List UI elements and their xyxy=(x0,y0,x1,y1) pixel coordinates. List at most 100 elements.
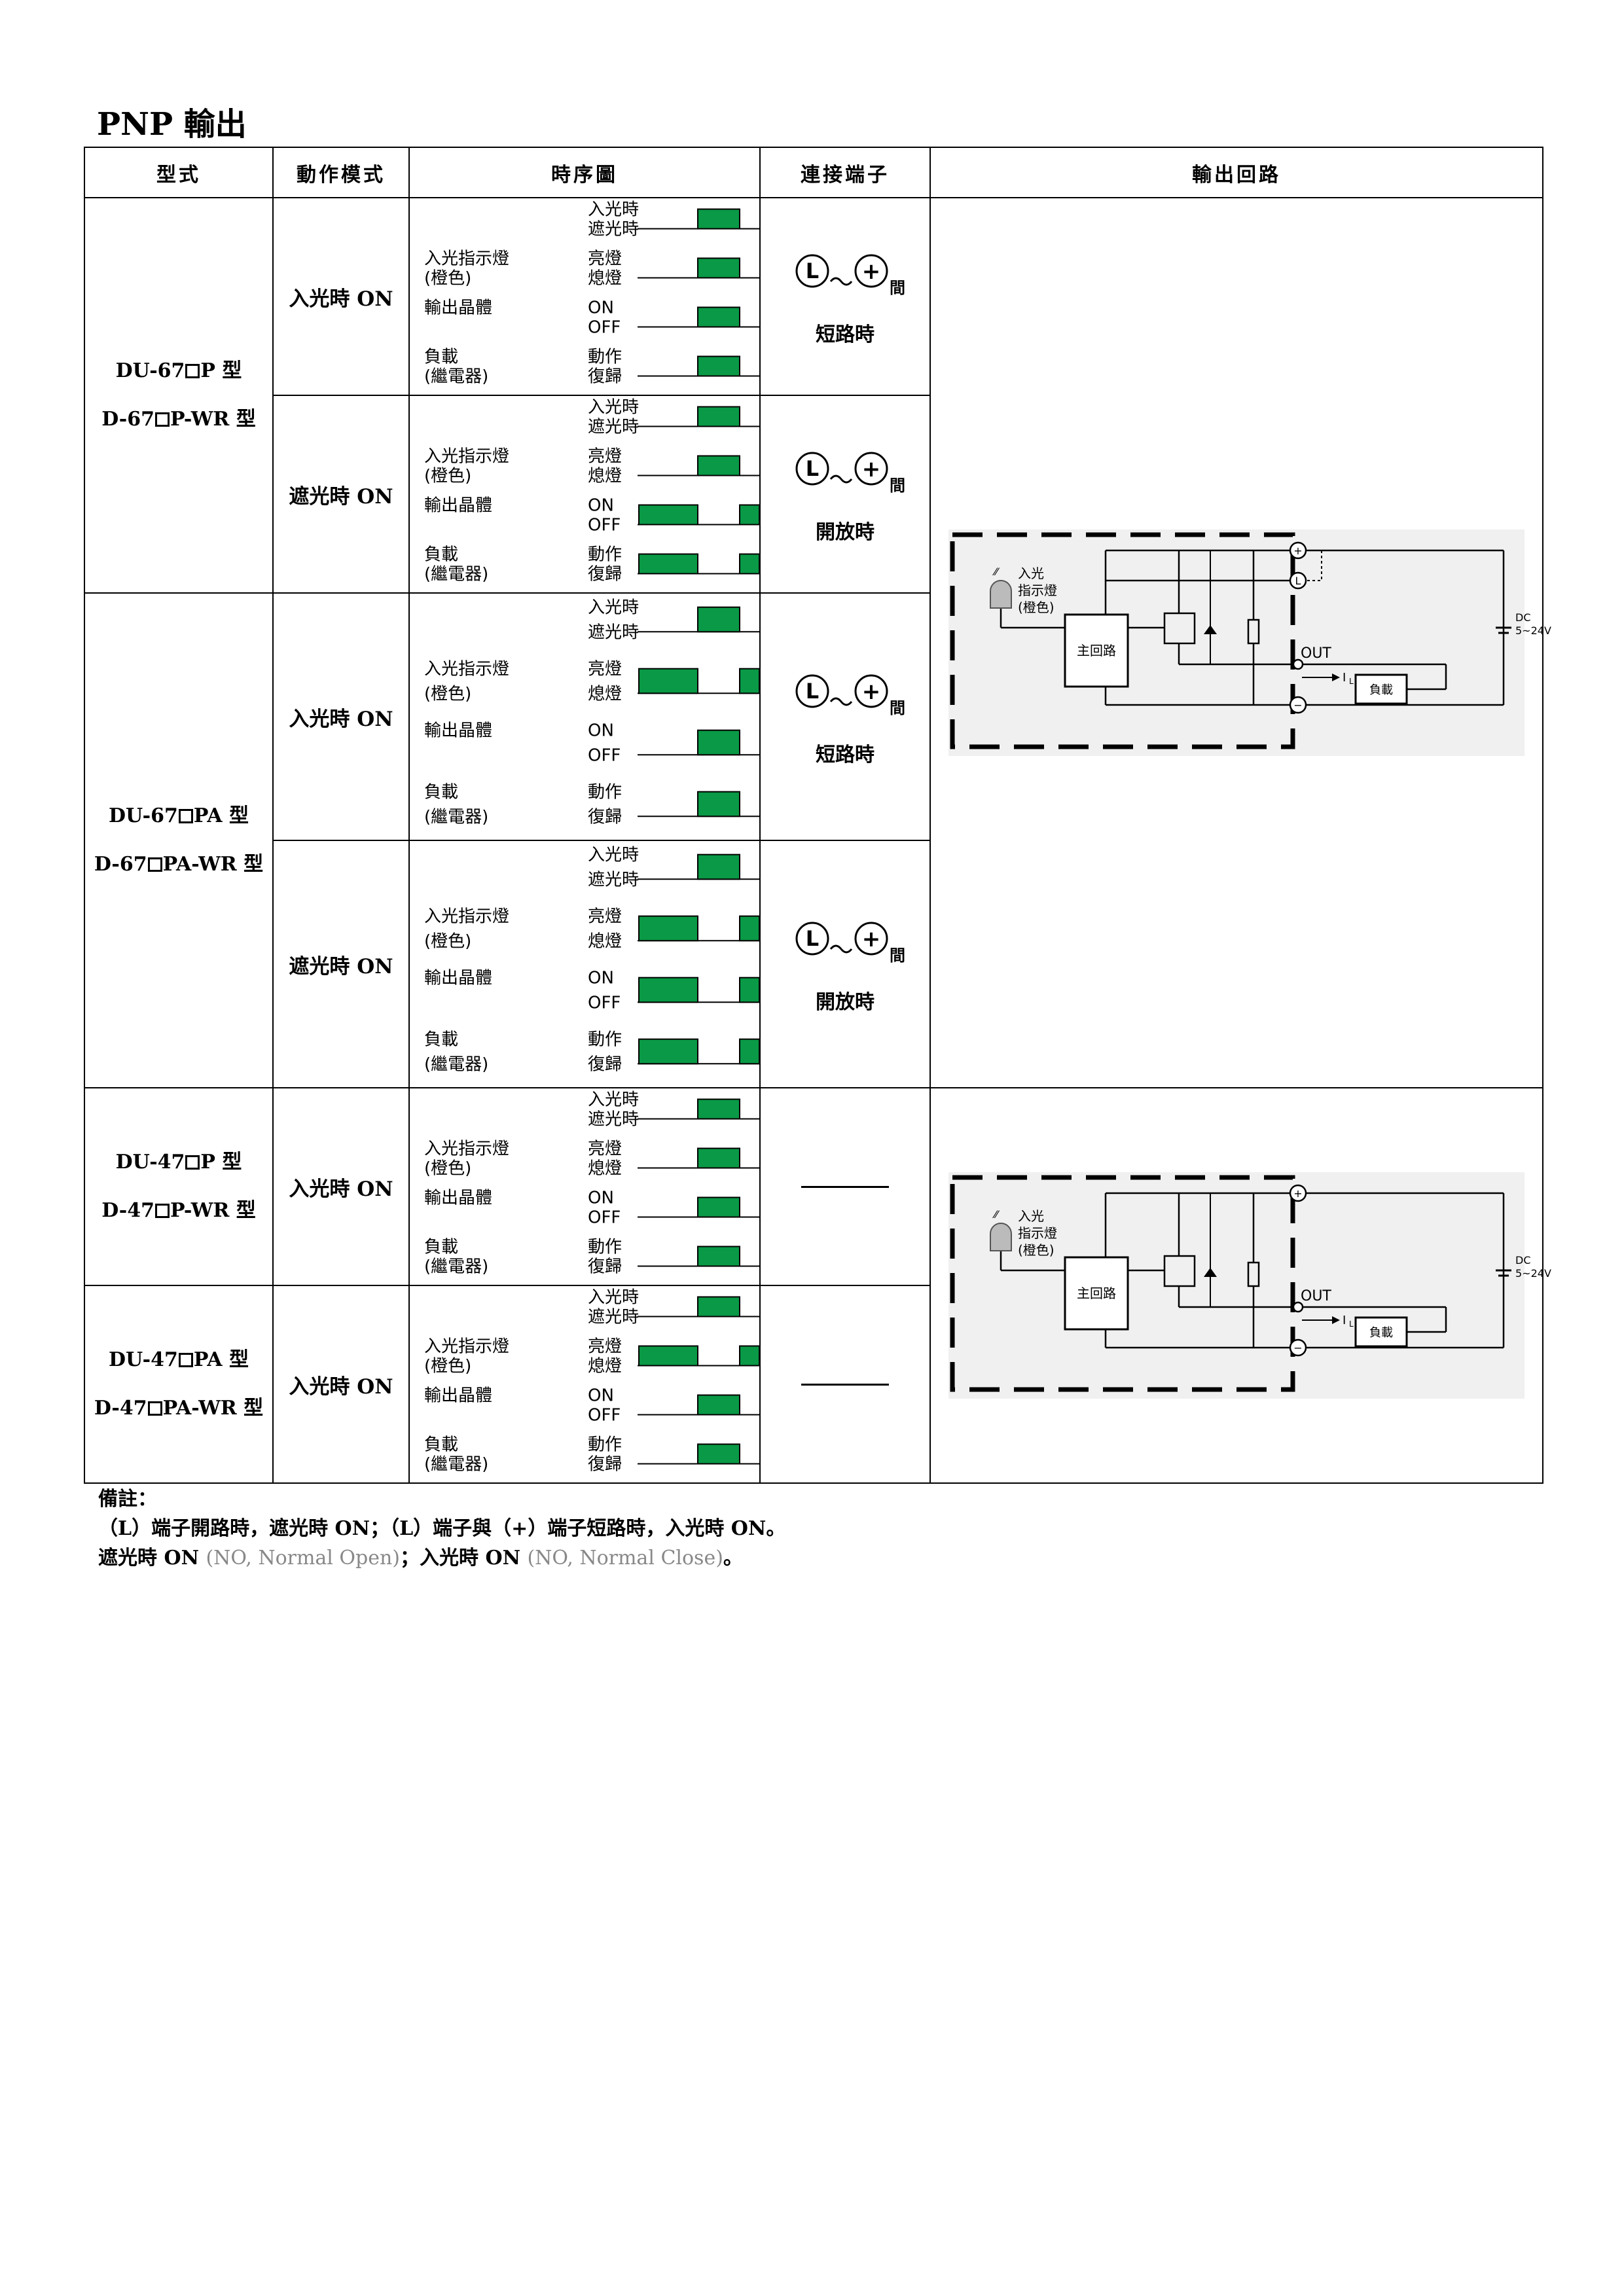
pulse-high xyxy=(697,1394,740,1416)
terminal-minus-icon xyxy=(1289,1338,1307,1357)
tilde-icon xyxy=(829,277,853,286)
level-low-label: 遮光時 xyxy=(588,1308,639,1327)
signal-sub-label: (繼電器) xyxy=(424,367,488,387)
level-low-label: 復歸 xyxy=(588,565,622,584)
notes-line-2: 遮光時 ON (NO, Normal Open)；入光時 ON (NO, Nor… xyxy=(98,1547,743,1570)
pulse-high xyxy=(739,553,760,575)
terminal-L-icon-label: L xyxy=(1295,575,1301,587)
terminal-plus-icon xyxy=(1289,1184,1307,1202)
notes: 備註： （L）端子開路時，遮光時 ON；（L）端子與（+）端子短路時，入光時 O… xyxy=(98,1484,785,1573)
current-arrow-head-icon xyxy=(1332,1316,1340,1324)
terminal-symbol: L + 間 xyxy=(795,452,905,495)
terminal-plus-label: + xyxy=(862,456,881,482)
pulse-high xyxy=(697,791,740,817)
between-label: 間 xyxy=(890,699,905,717)
il-sub-label: L xyxy=(1349,1319,1354,1329)
level-low-label: OFF xyxy=(588,318,621,338)
placeholder-box-icon xyxy=(147,857,162,872)
terminal-plus-icon xyxy=(854,674,888,708)
out-label: OUT xyxy=(1301,645,1331,662)
current-arrow-head-icon xyxy=(1332,673,1340,681)
level-low-label: 復歸 xyxy=(588,1257,622,1277)
il-label: I xyxy=(1343,671,1346,685)
terminal-plus-icon xyxy=(854,922,888,956)
terminal-L-label: L xyxy=(806,679,819,704)
mode-cell: 遮光時 ON xyxy=(272,840,410,1088)
level-high-label: 動作 xyxy=(588,545,622,565)
pulse-high xyxy=(697,853,740,880)
level-low-label: 熄燈 xyxy=(588,931,622,951)
terminal-L-icon xyxy=(795,452,829,486)
pulse-high xyxy=(739,668,760,694)
level-high-label: 入光時 xyxy=(588,200,639,220)
signal-label: 輸出晶體 xyxy=(424,969,492,988)
level-high-label: 亮燈 xyxy=(588,249,622,269)
level-low-label: 遮光時 xyxy=(588,622,639,642)
mode-cell: 入光時 ON xyxy=(272,1087,410,1286)
terminal-state-label: 短路時 xyxy=(816,744,875,766)
signal-label: 輸出晶體 xyxy=(424,1386,492,1406)
pulse-high xyxy=(697,729,740,756)
terminal-L-icon xyxy=(795,254,829,288)
pulse-high xyxy=(697,1196,740,1218)
signal-label: 入光指示燈 xyxy=(424,447,509,467)
dc-label: DC xyxy=(1515,1254,1531,1266)
signal-sub-label: (繼電器) xyxy=(424,1257,488,1277)
pulse-high xyxy=(739,1038,760,1065)
terminal-out-icon xyxy=(1292,658,1304,670)
level-high-label: 動作 xyxy=(588,1030,622,1050)
tilde-icon xyxy=(829,475,853,484)
signal-label: 入光指示燈 xyxy=(424,1337,509,1357)
notes-heading: 備註： xyxy=(98,1488,157,1511)
level-low-label: 遮光時 xyxy=(588,1110,639,1130)
placeholder-box-icon xyxy=(154,412,170,427)
pulse-high xyxy=(697,1246,740,1267)
terminal-L-icon xyxy=(795,922,829,956)
signal-sub-label: (橙色) xyxy=(424,684,471,704)
main-circuit-label: 主回路 xyxy=(1077,643,1116,658)
between-label: 間 xyxy=(890,946,905,965)
terminal-symbol: L+間 xyxy=(795,922,905,965)
terminal-plus-icon-label: + xyxy=(1293,1187,1302,1200)
signal-label: 負載 xyxy=(424,783,458,802)
level-high-label: ON xyxy=(588,496,614,516)
signal-label: 負載 xyxy=(424,545,458,565)
signal-sub-label: (繼電器) xyxy=(424,807,488,827)
level-high-label: 亮燈 xyxy=(588,660,622,679)
signal-label: 入光指示燈 xyxy=(424,1139,509,1159)
terminal-L-label: L xyxy=(806,456,819,481)
mode-cell: 入光時 ON xyxy=(272,1285,410,1484)
light-ray-icon: ⁄⁄ xyxy=(992,565,1000,578)
mode-cell: 入光時 ON xyxy=(272,197,410,396)
signal-label: 輸出晶體 xyxy=(424,496,492,516)
light-ray-icon: ⁄⁄ xyxy=(992,1208,1000,1221)
tilde-icon xyxy=(829,944,853,954)
signal-sub-label: (繼電器) xyxy=(424,1455,488,1475)
main-circuit-box xyxy=(1064,1256,1129,1331)
load-box xyxy=(1354,673,1408,705)
terminal-cell-empty xyxy=(759,1285,931,1484)
load-label: 負載 xyxy=(1369,1326,1393,1340)
between-label: 間 xyxy=(890,476,905,495)
circuit-background xyxy=(948,529,1525,756)
terminal-plus-label: + xyxy=(862,259,881,285)
terminal-minus-icon-label: − xyxy=(1293,1342,1302,1354)
